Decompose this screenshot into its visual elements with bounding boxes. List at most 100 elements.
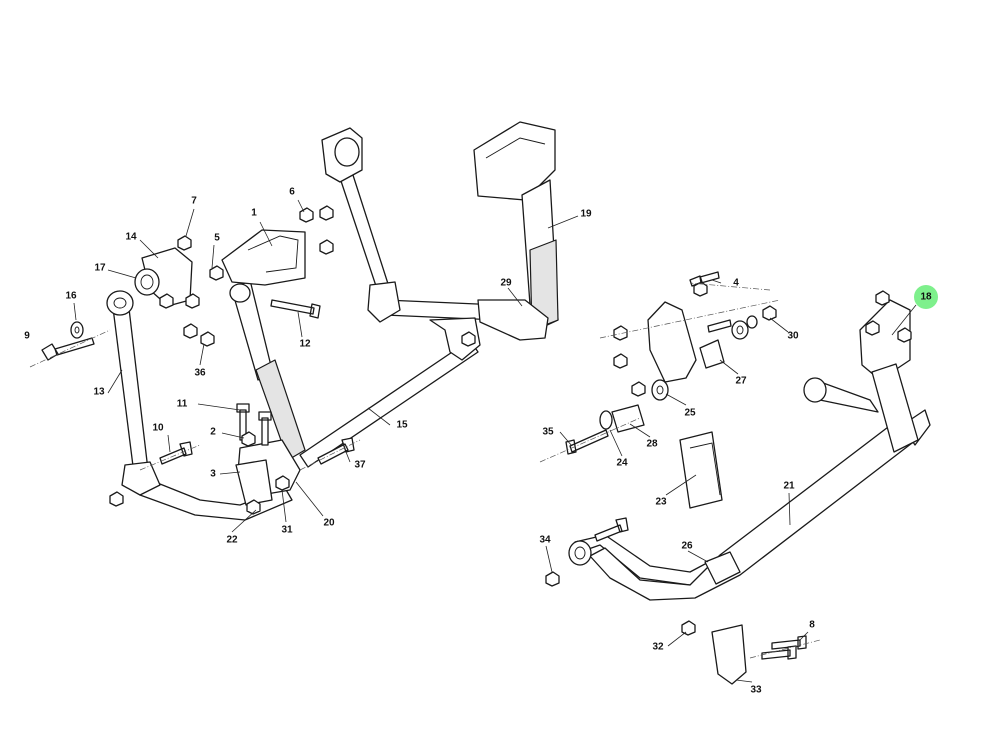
callout-36[interactable]: 36 bbox=[194, 368, 206, 379]
washer-30a bbox=[731, 320, 749, 340]
callout-7[interactable]: 7 bbox=[191, 196, 197, 207]
bolt-8b bbox=[761, 645, 797, 660]
bushing-13-inner bbox=[113, 297, 127, 309]
leader-23 bbox=[665, 474, 697, 496]
bushing-28 bbox=[611, 404, 645, 433]
callout-14[interactable]: 14 bbox=[125, 232, 137, 243]
callout-15[interactable]: 15 bbox=[396, 420, 408, 431]
clamp-33 bbox=[711, 624, 747, 685]
bolt-12 bbox=[270, 299, 321, 319]
callout-labels[interactable]: 1 2 3 4 5 6 7 8 9 10 11 12 13 14 15 16 1… bbox=[24, 187, 932, 696]
callout-29[interactable]: 29 bbox=[500, 278, 512, 289]
callout-12[interactable]: 12 bbox=[299, 339, 311, 350]
callout-35[interactable]: 35 bbox=[542, 427, 554, 438]
leader-7 bbox=[185, 208, 195, 237]
nut bbox=[159, 293, 174, 309]
callout-5[interactable]: 5 bbox=[214, 233, 220, 244]
leader-16 bbox=[73, 302, 77, 321]
washer-30a-hole bbox=[736, 325, 744, 335]
nut bbox=[319, 205, 334, 221]
highlight-marker-18 bbox=[914, 285, 938, 309]
right-assembly bbox=[545, 271, 931, 685]
leader-35 bbox=[559, 431, 573, 447]
nut bbox=[613, 353, 628, 369]
callout-32[interactable]: 32 bbox=[652, 642, 664, 653]
callout-1[interactable]: 1 bbox=[251, 208, 257, 219]
stabilizer-bar-15 bbox=[299, 339, 479, 468]
drop-link-13 bbox=[111, 299, 149, 475]
bolt-35 bbox=[565, 429, 609, 455]
left-assembly bbox=[41, 121, 559, 521]
callout-25[interactable]: 25 bbox=[684, 408, 696, 419]
leader-28 bbox=[629, 423, 651, 438]
callout-22[interactable]: 22 bbox=[226, 535, 238, 546]
bolt-30 bbox=[707, 319, 732, 333]
leader-34 bbox=[545, 545, 553, 573]
leader-11 bbox=[197, 403, 241, 411]
centerline bbox=[749, 639, 821, 659]
callout-23[interactable]: 23 bbox=[655, 497, 667, 508]
leader-19 bbox=[547, 215, 579, 229]
callout-28[interactable]: 28 bbox=[646, 439, 658, 450]
callout-11[interactable]: 11 bbox=[177, 399, 188, 410]
nut bbox=[275, 475, 290, 491]
link-18 bbox=[871, 363, 919, 453]
centerline bbox=[689, 282, 771, 291]
callout-17[interactable]: 17 bbox=[94, 263, 106, 274]
callout-8[interactable]: 8 bbox=[809, 620, 815, 631]
callout-16[interactable]: 16 bbox=[65, 291, 77, 302]
nut bbox=[461, 331, 476, 347]
callout-2[interactable]: 2 bbox=[210, 427, 216, 438]
callout-21[interactable]: 21 bbox=[783, 481, 795, 492]
nut bbox=[613, 325, 628, 341]
nut bbox=[875, 290, 890, 306]
callout-24[interactable]: 24 bbox=[616, 458, 628, 469]
callout-10[interactable]: 10 bbox=[152, 423, 164, 434]
callout-4[interactable]: 4 bbox=[733, 278, 739, 289]
callout-13[interactable]: 13 bbox=[93, 387, 105, 398]
nut bbox=[185, 293, 200, 309]
bracket-1 bbox=[221, 229, 306, 286]
nut bbox=[865, 320, 880, 336]
nut-group-left bbox=[109, 205, 476, 515]
nut bbox=[681, 620, 696, 636]
cross-link-lower bbox=[429, 317, 481, 361]
leader-lines bbox=[73, 199, 917, 683]
nut bbox=[545, 571, 560, 587]
leader-5 bbox=[211, 244, 215, 269]
leader-6 bbox=[297, 199, 305, 213]
callout-19[interactable]: 19 bbox=[580, 209, 592, 220]
callout-6[interactable]: 6 bbox=[289, 187, 295, 198]
callout-9[interactable]: 9 bbox=[24, 331, 30, 342]
leader-33 bbox=[735, 679, 753, 683]
clamp-23-detail bbox=[689, 442, 721, 496]
callout-37[interactable]: 37 bbox=[354, 460, 366, 471]
callout-33[interactable]: 33 bbox=[750, 685, 762, 696]
leader-8 bbox=[799, 631, 809, 641]
bolt-4 bbox=[689, 271, 720, 287]
nut bbox=[109, 491, 124, 507]
centerline bbox=[539, 417, 641, 463]
callout-27[interactable]: 27 bbox=[735, 376, 747, 387]
nut bbox=[631, 381, 646, 397]
callout-34[interactable]: 34 bbox=[539, 535, 551, 546]
washer-25-hole bbox=[656, 385, 664, 395]
callout-3[interactable]: 3 bbox=[210, 469, 216, 480]
leader-13 bbox=[107, 369, 123, 394]
leader-27 bbox=[719, 359, 739, 375]
callout-26[interactable]: 26 bbox=[681, 541, 693, 552]
leader-32 bbox=[667, 631, 687, 647]
bolt-9 bbox=[41, 337, 95, 361]
washer-24 bbox=[599, 410, 613, 430]
strut-lower-19 bbox=[529, 239, 559, 331]
leader-21 bbox=[788, 492, 791, 526]
callout-20[interactable]: 20 bbox=[323, 518, 335, 529]
callout-18[interactable]: 18 bbox=[920, 292, 932, 303]
upper-link-arm bbox=[337, 171, 391, 299]
callout-30[interactable]: 30 bbox=[787, 331, 799, 342]
leader-22 bbox=[231, 509, 257, 533]
shock-eye bbox=[229, 283, 251, 303]
callout-31[interactable]: 31 bbox=[281, 525, 293, 536]
centerline bbox=[29, 329, 111, 368]
